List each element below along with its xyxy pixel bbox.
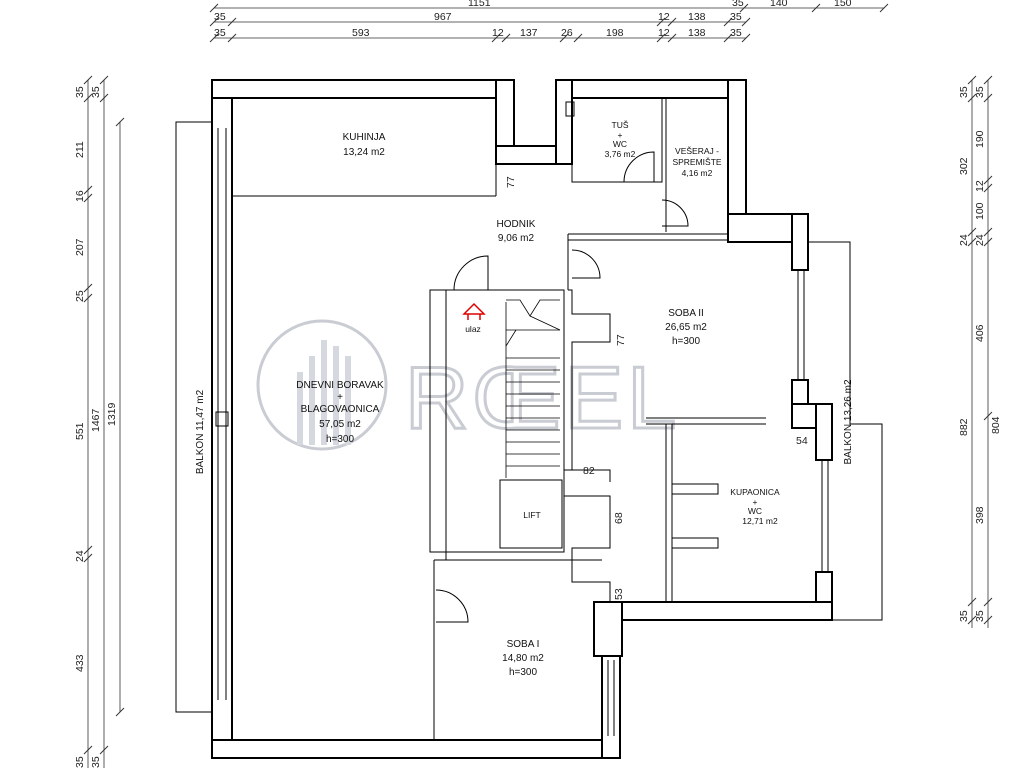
room-veseraj-name2: SPREMIŠTE	[672, 157, 721, 167]
dim-r-35b: 35	[958, 610, 970, 622]
dim-rr-100: 100	[974, 202, 986, 220]
room-tus: TUŠ + WC 3,76 m2	[605, 120, 636, 159]
room-hodnik-area: 9,06 m2	[498, 233, 535, 244]
dim-r2-b: 967	[434, 11, 452, 23]
dim-r-302: 302	[958, 157, 970, 175]
watermark: RŒEL	[256, 319, 680, 451]
dim-rr-190: 190	[974, 130, 986, 148]
watermark-text: RŒEL	[405, 348, 680, 447]
room-dnevni-height: h=300	[326, 434, 355, 445]
room-dnevni-plus: +	[337, 392, 343, 403]
dim-l2-35b: 35	[90, 756, 102, 768]
dim-rr-24: 24	[974, 234, 986, 246]
room-kuhinja-name: KUHINJA	[343, 132, 386, 143]
room-dnevni-name2: BLAGOVAONICA	[301, 404, 380, 415]
dim-r3-f: 198	[606, 27, 624, 39]
room-kuhinja: KUHINJA 13,24 m2	[343, 132, 386, 158]
dim-l1-24: 24	[74, 550, 86, 562]
doors	[435, 151, 689, 623]
dim-top-150: 150	[834, 0, 852, 9]
dim-rr-35b: 35	[974, 610, 986, 622]
room-soba2: SOBA II 26,65 m2 h=300	[665, 308, 707, 347]
room-veseraj: VEŠERAJ - SPREMIŠTE 4,16 m2	[672, 146, 721, 178]
room-ulaz: ulaz	[465, 324, 481, 334]
dim-r3-d: 137	[520, 27, 538, 39]
dim-inner-77a: 77	[505, 176, 517, 188]
room-hodnik: HODNIK 9,06 m2	[497, 219, 536, 244]
dim-inner-53: 53	[613, 588, 625, 600]
room-dnevni-area: 57,05 m2	[319, 419, 361, 430]
room-kuhinja-area: 13,24 m2	[343, 147, 385, 158]
room-soba1-name: SOBA I	[507, 639, 540, 650]
dim-r3-g: 12	[658, 27, 670, 39]
dim-rr-35a: 35	[974, 86, 986, 98]
room-kupaonica-plus: +	[753, 497, 758, 507]
dim-inner-77b: 77	[615, 334, 627, 346]
room-tus-name2: WC	[613, 139, 627, 149]
room-soba2-name: SOBA II	[668, 308, 704, 319]
dim-l1-16: 16	[74, 190, 86, 202]
dim-r3-c: 12	[492, 27, 504, 39]
entrance-arrow-icon	[462, 302, 486, 320]
room-hodnik-name: HODNIK	[497, 219, 536, 230]
dim-r2-e: 35	[730, 11, 742, 23]
dim-l1-433: 433	[74, 654, 86, 672]
dim-top-35: 35	[732, 0, 744, 9]
room-soba2-area: 26,65 m2	[665, 322, 707, 333]
dimension-lines	[83, 3, 993, 768]
room-soba1-area: 14,80 m2	[502, 653, 544, 664]
balconies	[175, 121, 883, 713]
dim-l1-35a: 35	[74, 86, 86, 98]
room-kupaonica: KUPAONICA + WC 12,71 m2	[730, 487, 780, 526]
room-balkon-left: BALKON 11,47 m2	[195, 389, 206, 474]
room-tus-name: TUŠ	[612, 120, 629, 130]
room-balkon-right: BALKON 13,26 m2	[843, 379, 854, 464]
room-tus-area: 3,76 m2	[605, 149, 636, 159]
dim-r2-c: 12	[658, 11, 670, 23]
dim-inner-68: 68	[613, 512, 625, 524]
interior-walls	[215, 98, 829, 740]
dim-r3-a: 35	[214, 27, 226, 39]
room-soba1-height: h=300	[509, 667, 538, 678]
walls	[211, 79, 833, 759]
dim-l1-25: 25	[74, 290, 86, 302]
room-kupaonica-name2: WC	[748, 506, 762, 516]
room-lift: LIFT	[523, 510, 540, 520]
dim-r3-h: 138	[688, 27, 706, 39]
dim-l1-211: 211	[74, 141, 86, 158]
dim-rr-12: 12	[974, 180, 986, 192]
dim-r3-b: 593	[352, 27, 370, 39]
room-soba2-height: h=300	[672, 336, 701, 347]
watermark-circle	[256, 319, 388, 451]
dim-inner-54: 54	[796, 435, 808, 447]
room-soba1: SOBA I 14,80 m2 h=300	[502, 639, 544, 678]
dim-l1-207: 207	[74, 238, 86, 256]
room-veseraj-area: 4,16 m2	[682, 168, 713, 178]
dim-top-total: 1151	[468, 0, 491, 9]
dim-l3-1319: 1319	[106, 402, 118, 426]
dim-rr-398: 398	[974, 506, 986, 524]
room-kupaonica-name: KUPAONICA	[730, 487, 780, 497]
room-dnevni: DNEVNI BORAVAK + BLAGOVAONICA 57,05 m2 h…	[296, 380, 384, 445]
dim-r-35a: 35	[958, 86, 970, 98]
dim-r3-i: 35	[730, 27, 742, 39]
dim-l2-1467: 1467	[90, 408, 102, 432]
dim-rr-804: 804	[990, 416, 1002, 434]
dim-l2-35a: 35	[90, 86, 102, 98]
dim-inner-82: 82	[583, 465, 595, 477]
room-veseraj-name: VEŠERAJ -	[675, 146, 719, 156]
dim-r2-d: 138	[688, 11, 706, 23]
dim-r3-e: 26	[561, 27, 573, 39]
dim-r2-a: 35	[214, 11, 226, 23]
room-tus-plus: +	[618, 130, 623, 140]
room-dnevni-name: DNEVNI BORAVAK	[296, 380, 384, 391]
room-kupaonica-area: 12,71 m2	[742, 516, 778, 526]
dim-r-882: 882	[958, 418, 970, 436]
dim-l1-35b: 35	[74, 756, 86, 768]
dim-r-24: 24	[958, 234, 970, 246]
dim-top-140: 140	[770, 0, 788, 9]
dim-l1-551: 551	[74, 422, 86, 440]
dim-rr-406: 406	[974, 324, 986, 342]
